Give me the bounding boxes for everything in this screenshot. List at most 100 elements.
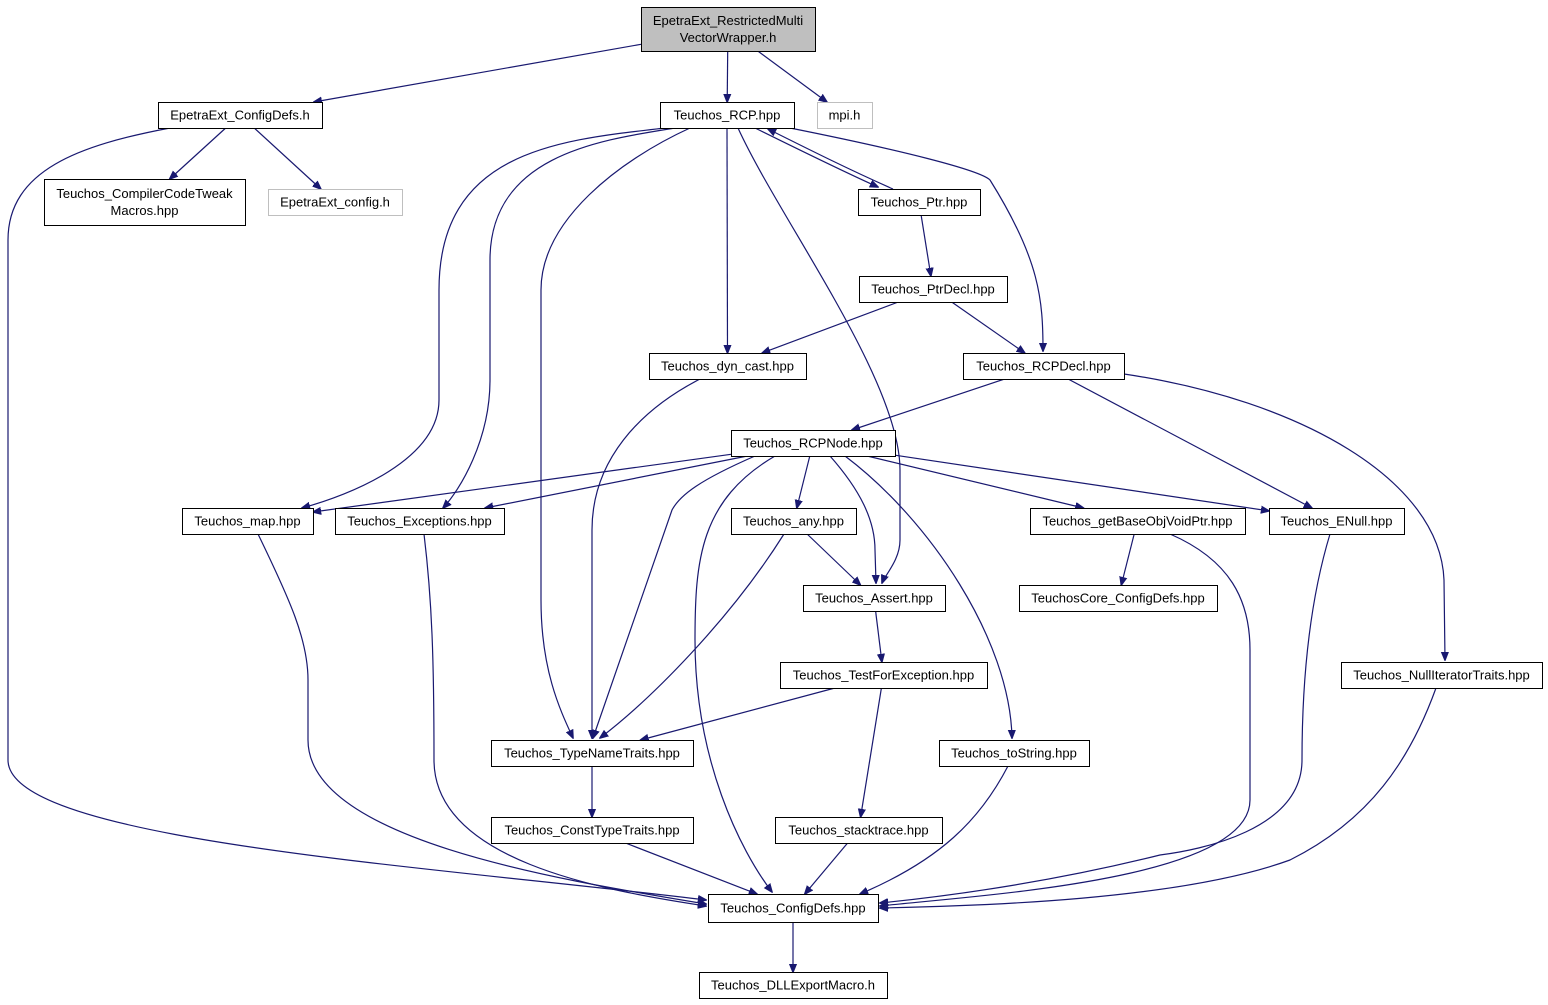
node-box[interactable] xyxy=(859,276,1008,303)
node-box[interactable] xyxy=(939,740,1090,767)
node-box[interactable] xyxy=(335,508,505,535)
edge-teuchos_getbaseobjvoidptr-to-teuchoscore_configdefs xyxy=(1121,533,1135,585)
node-label: TeuchosCore_ConfigDefs.hpp xyxy=(1031,591,1204,606)
node-teuchos-dllexportmacro[interactable]: Teuchos_DLLExportMacro.h xyxy=(699,972,888,999)
node-teuchos-ptrdecl[interactable]: Teuchos_PtrDecl.hpp xyxy=(859,276,1008,303)
edge-teuchos_rcpnode-to-teuchos_any xyxy=(797,455,811,508)
node-box[interactable] xyxy=(817,102,873,129)
edge-epetraext_configdefs-to-teuchos_configdefs xyxy=(7,127,706,900)
node-box[interactable] xyxy=(803,585,946,612)
node-label: Teuchos_Ptr.hpp xyxy=(871,195,968,210)
edge-teuchos_rcpnode-to-teuchos_typenametraits xyxy=(593,455,756,738)
node-teuchos-enull[interactable]: Teuchos_ENull.hpp xyxy=(1269,508,1405,535)
node-box[interactable] xyxy=(858,189,981,216)
edge-teuchos_rcpdecl-to-teuchos_enull xyxy=(1067,378,1312,508)
node-box[interactable] xyxy=(182,508,314,535)
node-box[interactable] xyxy=(491,817,694,844)
edge-teuchos_rcpnode-to-teuchos_enull xyxy=(894,454,1269,511)
node-label: Macros.hpp xyxy=(111,203,179,218)
edge-teuchos_stacktrace-to-teuchos_configdefs xyxy=(805,842,849,894)
edge-teuchos_ptrdecl-to-teuchos_rcpdecl xyxy=(951,301,1025,353)
node-box[interactable] xyxy=(775,817,943,844)
node-teuchos-rcpdecl[interactable]: Teuchos_RCPDecl.hpp xyxy=(963,353,1125,380)
edge-teuchos_any-to-teuchos_typenametraits xyxy=(600,533,785,738)
edge-teuchos_rcp-to-teuchos_map xyxy=(302,127,666,508)
node-box[interactable] xyxy=(708,894,879,923)
node-box[interactable] xyxy=(1341,662,1543,689)
edge-root-to-teuchos_rcp xyxy=(727,50,728,102)
node-teuchos-configdefs[interactable]: Teuchos_ConfigDefs.hpp xyxy=(708,894,879,923)
node-label: Teuchos_Assert.hpp xyxy=(815,591,933,606)
node-label: EpetraExt_RestrictedMulti xyxy=(653,13,803,28)
node-label: Teuchos_TestForException.hpp xyxy=(793,668,974,683)
edge-teuchos_rcp-to-teuchos_typenametraits xyxy=(540,127,691,738)
edge-teuchos_rcpnode-to-teuchos_map xyxy=(313,453,732,512)
node-mpi-h[interactable]: mpi.h xyxy=(817,102,873,129)
edge-epetraext_configdefs-to-epetraext_config xyxy=(253,127,321,189)
node-teuchos-dyn-cast[interactable]: Teuchos_dyn_cast.hpp xyxy=(649,353,807,380)
node-box[interactable] xyxy=(1030,508,1246,535)
node-teuchos-rcp[interactable]: Teuchos_RCP.hpp xyxy=(660,102,795,129)
node-label: Teuchos_map.hpp xyxy=(194,514,300,529)
edge-root-to-mpi_h xyxy=(757,50,827,102)
node-box[interactable] xyxy=(1269,508,1405,535)
node-epetraext-configdefs[interactable]: EpetraExt_ConfigDefs.h xyxy=(158,102,323,129)
node-box[interactable] xyxy=(268,189,403,216)
node-label: Teuchos_ENull.hpp xyxy=(1280,514,1392,529)
edge-root-to-epetraext_configdefs xyxy=(314,43,642,102)
node-box[interactable] xyxy=(963,353,1125,380)
node-teuchos-consttypetraits[interactable]: Teuchos_ConstTypeTraits.hpp xyxy=(491,817,694,844)
node-teuchos-assert[interactable]: Teuchos_Assert.hpp xyxy=(803,585,946,612)
node-teuchos-rcpnode[interactable]: Teuchos_RCPNode.hpp xyxy=(731,430,896,457)
edge-teuchos_rcpnode-to-teuchos_getbaseobjvoidptr xyxy=(866,455,1083,508)
nodes-layer: EpetraExt_RestrictedMultiVectorWrapper.h… xyxy=(44,7,1543,999)
edge-teuchos_exceptions-to-teuchos_configdefs xyxy=(423,533,706,906)
edges-layer xyxy=(7,43,1445,972)
node-teuchos-stacktrace[interactable]: Teuchos_stacktrace.hpp xyxy=(775,817,943,844)
node-teuchoscore-configdefs[interactable]: TeuchosCore_ConfigDefs.hpp xyxy=(1019,585,1218,612)
node-epetraext-config[interactable]: EpetraExt_config.h xyxy=(268,189,403,216)
node-label: Teuchos_CompilerCodeTweak xyxy=(56,186,233,201)
node-box[interactable] xyxy=(44,179,246,226)
node-teuchos-ptr[interactable]: Teuchos_Ptr.hpp xyxy=(858,189,981,216)
node-teuchos-nulliteratortraits[interactable]: Teuchos_NullIteratorTraits.hpp xyxy=(1341,662,1543,689)
edge-teuchos_rcpnode-to-teuchos_tostring xyxy=(844,455,1012,738)
node-box[interactable] xyxy=(491,740,694,767)
node-box[interactable] xyxy=(158,102,323,129)
node-box[interactable] xyxy=(699,972,888,999)
edge-teuchos_rcp-to-teuchos_rcpdecl xyxy=(789,127,1043,351)
node-teuchos-testforexception[interactable]: Teuchos_TestForException.hpp xyxy=(780,662,988,689)
node-teuchos-any[interactable]: Teuchos_any.hpp xyxy=(731,508,857,535)
node-label: Teuchos_any.hpp xyxy=(743,514,844,529)
edge-epetraext_configdefs-to-teuchos_compilercodetweak xyxy=(170,127,227,179)
edge-teuchos_rcp-to-teuchos_assert xyxy=(737,127,901,583)
node-teuchos-exceptions[interactable]: Teuchos_Exceptions.hpp xyxy=(335,508,505,535)
node-box[interactable] xyxy=(1019,585,1218,612)
node-box[interactable] xyxy=(731,430,896,457)
node-box[interactable] xyxy=(660,102,795,129)
edge-teuchos_rcpnode-to-teuchos_exceptions xyxy=(485,455,748,508)
node-label: Teuchos_DLLExportMacro.h xyxy=(711,978,875,993)
node-teuchos-typenametraits[interactable]: Teuchos_TypeNameTraits.hpp xyxy=(491,740,694,767)
node-teuchos-getbaseobjvoidptr[interactable]: Teuchos_getBaseObjVoidPtr.hpp xyxy=(1030,508,1246,535)
node-box[interactable] xyxy=(641,7,816,52)
edge-teuchos_rcp-to-teuchos_ptr xyxy=(754,127,878,187)
node-box[interactable] xyxy=(649,353,807,380)
edge-teuchos_tostring-to-teuchos_configdefs xyxy=(860,765,1009,894)
edge-teuchos_rcp-to-teuchos_exceptions xyxy=(443,127,676,508)
edge-teuchos_enull-to-teuchos_configdefs xyxy=(880,533,1331,903)
node-label: Teuchos_toString.hpp xyxy=(951,746,1077,761)
edge-teuchos_rcpnode-to-teuchos_configdefs xyxy=(694,455,776,892)
node-teuchos-map[interactable]: Teuchos_map.hpp xyxy=(182,508,314,535)
node-box[interactable] xyxy=(731,508,857,535)
edge-teuchos_rcpnode-to-teuchos_assert xyxy=(829,455,876,583)
node-label: Teuchos_RCP.hpp xyxy=(674,108,781,123)
node-label: VectorWrapper.h xyxy=(680,30,777,45)
edge-teuchos_map-to-teuchos_configdefs xyxy=(257,533,706,904)
node-teuchos-tostring[interactable]: Teuchos_toString.hpp xyxy=(939,740,1090,767)
node-box[interactable] xyxy=(780,662,988,689)
node-label: Teuchos_ConfigDefs.hpp xyxy=(720,901,865,916)
